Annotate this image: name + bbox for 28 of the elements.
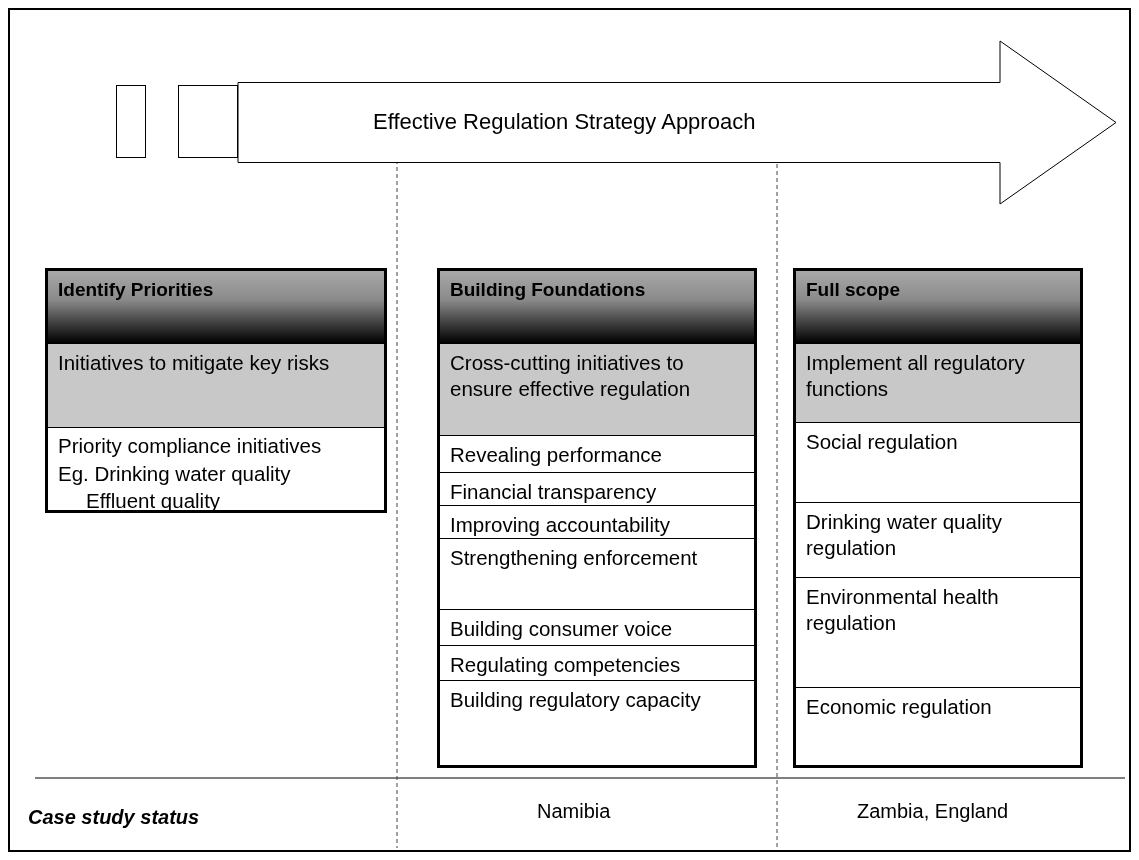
item-row: Social regulation bbox=[796, 423, 1080, 503]
case-study-text: Namibia bbox=[537, 800, 611, 823]
column-panel bbox=[45, 268, 387, 513]
row-text: Priority compliance initiatives bbox=[58, 434, 323, 459]
item-row: Building consumer voice bbox=[440, 610, 754, 646]
item-row: Environmental health regulation bbox=[796, 578, 1080, 688]
arrow-label: Effective Regulation Strategy Approach bbox=[373, 108, 756, 135]
item-row: Building regulatory capacity bbox=[440, 681, 754, 765]
column-header: Full scope bbox=[796, 271, 1080, 344]
summary-row: Implement all regulatory functions bbox=[796, 344, 1080, 423]
item-row: Drinking water quality regulation bbox=[796, 503, 1080, 578]
row-heading: Case study status bbox=[28, 806, 200, 829]
empty-box bbox=[116, 85, 146, 158]
row-text: Eg. Drinking water quality bbox=[58, 461, 292, 487]
column-header: Building Foundations bbox=[440, 271, 754, 344]
summary-row: Initiatives to mitigate key risks bbox=[48, 344, 384, 428]
item-row: Revealing performance bbox=[440, 436, 754, 473]
row-text: Effluent quality bbox=[85, 489, 222, 514]
column-header: Identify Priorities bbox=[48, 271, 384, 344]
item-row: Regulating competencies bbox=[440, 646, 754, 681]
case-study-text: Zambia, England bbox=[857, 800, 1009, 823]
item-row: Economic regulation bbox=[796, 688, 1080, 765]
column-panel bbox=[437, 268, 757, 768]
item-row: Financial transparency bbox=[440, 473, 754, 506]
summary-row: Cross-cutting initiatives to ensure effective regulation bbox=[440, 344, 754, 436]
column-panel bbox=[793, 268, 1083, 768]
item-row: Improving accountability bbox=[440, 506, 754, 539]
item-row: Strengthening enforcement bbox=[440, 539, 754, 610]
